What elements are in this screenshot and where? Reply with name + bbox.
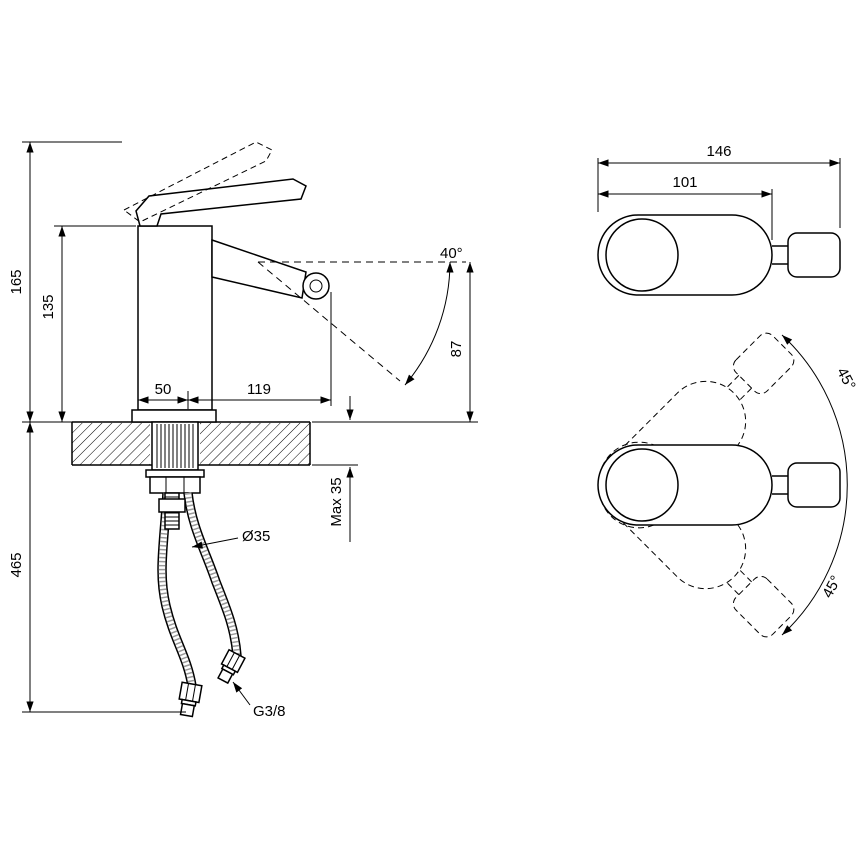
- top-view-rotation: 45° 45°: [597, 332, 859, 638]
- dim-label-spout-angle: 40°: [440, 245, 463, 262]
- leader-dia35: [191, 537, 239, 549]
- dim-label-body-height: 135: [40, 294, 57, 319]
- threaded-shank: [151, 421, 199, 471]
- supply-hoses: [157, 492, 242, 687]
- handle-knob: [787, 232, 841, 278]
- lever-handle: [135, 178, 307, 227]
- spout-aerator: [302, 272, 330, 300]
- spout: [211, 238, 330, 300]
- spout-top-view: [605, 218, 679, 292]
- side-view: 165 135 465 50 119 40° 87 Max 35 Ø35 G3/…: [8, 141, 478, 720]
- dim-label-below-deck: 465: [8, 552, 25, 577]
- top-view-main: 146 101: [597, 143, 841, 296]
- dim-label-base-width: 50: [155, 381, 172, 398]
- handle-neck: [772, 245, 788, 265]
- dim-label-hole-diameter: Ø35: [242, 528, 270, 545]
- dim-label-swing-upper: 45°: [833, 365, 859, 393]
- faucet-body: [137, 225, 213, 411]
- under-deck-assembly: [145, 421, 246, 718]
- spout-top-view-2: [605, 448, 679, 522]
- dim-label-total-length: 146: [706, 143, 731, 160]
- spout-cone: [211, 238, 307, 299]
- stud-nut: [158, 498, 186, 513]
- deck-section: [71, 421, 311, 466]
- handle-swing-arc: [781, 334, 848, 636]
- spout-angle-axis-ref: [257, 261, 401, 382]
- mounting-nut: [149, 476, 201, 494]
- dim-label-body-length: 101: [672, 174, 697, 191]
- shank-thread-lines: [156, 424, 194, 468]
- dim-label-hose-thread: G3/8: [253, 703, 286, 720]
- dim-label-spout-height: 87: [448, 341, 465, 358]
- hose-fitting-left: [178, 681, 203, 718]
- handle-knob-2: [787, 462, 841, 508]
- deck-hatch-right: [200, 423, 310, 465]
- dim-label-max-thickness: Max 35: [328, 477, 345, 526]
- hose-left-braid: [158, 492, 196, 687]
- extension-lines-top: [597, 158, 841, 240]
- hose-fitting-right: [217, 648, 246, 685]
- handle-neck-2: [772, 475, 788, 495]
- nut-facets: [165, 477, 185, 493]
- deck-hatch-left: [72, 423, 150, 465]
- dim-label-spout-reach: 119: [247, 381, 271, 398]
- faucet-base-plate: [131, 409, 217, 423]
- lever-handle-raised: [123, 141, 273, 223]
- dim-label-swing-lower: 45°: [819, 573, 845, 601]
- spout-angle-arc: [404, 261, 454, 386]
- hose-right-core: [184, 492, 241, 657]
- dimension-lines-side: [26, 142, 474, 712]
- washer: [145, 469, 205, 478]
- dim-label-total-height: 165: [8, 269, 25, 294]
- leader-g38: [232, 681, 251, 706]
- spout-aerator-inner: [309, 279, 323, 293]
